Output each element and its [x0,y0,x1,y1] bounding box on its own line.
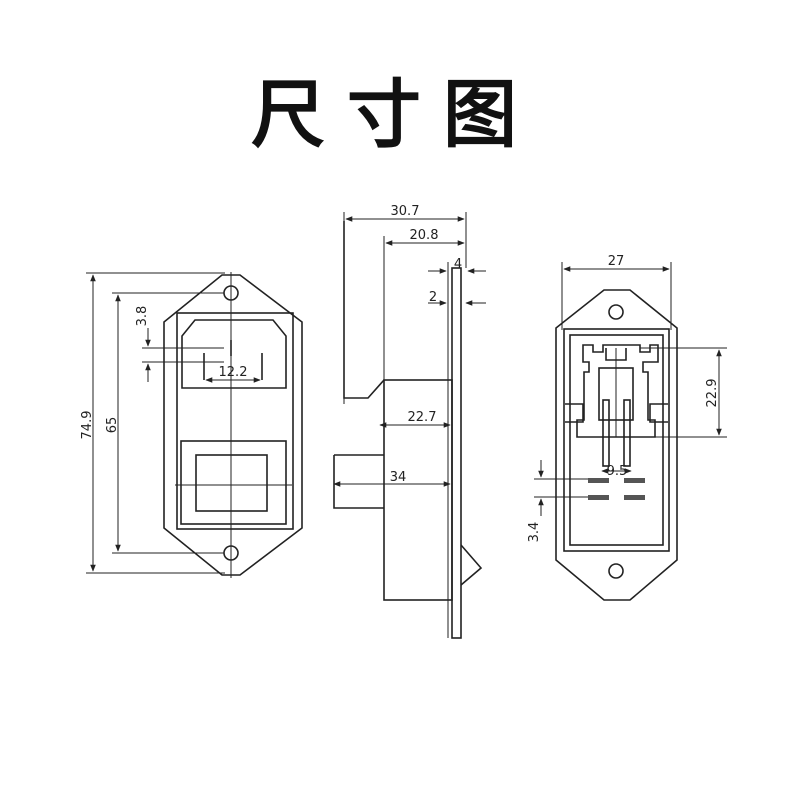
rear-terminal-right [623,399,631,467]
dim-inner-height: 65 [105,417,120,434]
side-body [383,379,453,601]
dim-flange-thickness: 4 [454,257,462,272]
dim-switch-depth: 34 [390,470,407,485]
dim-hole-offset: 3.8 [135,306,150,327]
side-view: 30.7 20.8 4 2 22.7 34 [333,204,486,639]
front-inner-frame [176,312,294,530]
switch-terminal-lower-right [624,495,645,500]
dim-terminal-spacing: 9.5 [607,464,628,479]
rear-inner-frame [563,328,670,552]
rear-terminal-left [602,399,610,467]
rear-mount-hole-bottom [608,563,624,579]
switch-outer [180,440,287,525]
switch-terminal-lower-left [588,495,609,500]
front-view: 74.9 65 3.8 12.2 [80,272,303,578]
rear-inlet-module [576,344,659,438]
side-rocker [460,544,483,586]
rear-view: 27 22.9 9.5 3.4 [527,254,727,601]
front-flange-outline [163,274,303,576]
rear-mount-hole-top [608,304,624,320]
diagram-title: 尺寸图 [251,72,539,158]
rear-latch-left [565,403,584,423]
side-flange-plate [451,267,462,639]
side-top-clip [343,221,385,399]
switch-terminal-upper-left [588,478,609,483]
rear-inner-frame-2 [569,334,664,546]
switch-terminal-upper-right [624,478,645,483]
dim-module-height: 22.9 [705,379,720,408]
dim-plate-thickness: 2 [429,290,437,305]
dim-terminal-offset: 3.4 [527,522,542,543]
rear-latch-right [649,403,668,423]
dim-body-depth: 20.8 [410,228,439,243]
side-switch-back [333,455,384,509]
dim-rear-width: 27 [608,254,625,269]
dim-overall-height: 74.9 [80,411,95,440]
rear-flange-outline [555,289,678,601]
iec-inlet-outline [181,319,287,389]
dim-pin-spacing: 12.2 [219,365,248,380]
dim-mid-depth: 22.7 [408,410,437,425]
dim-total-depth: 30.7 [391,204,420,219]
